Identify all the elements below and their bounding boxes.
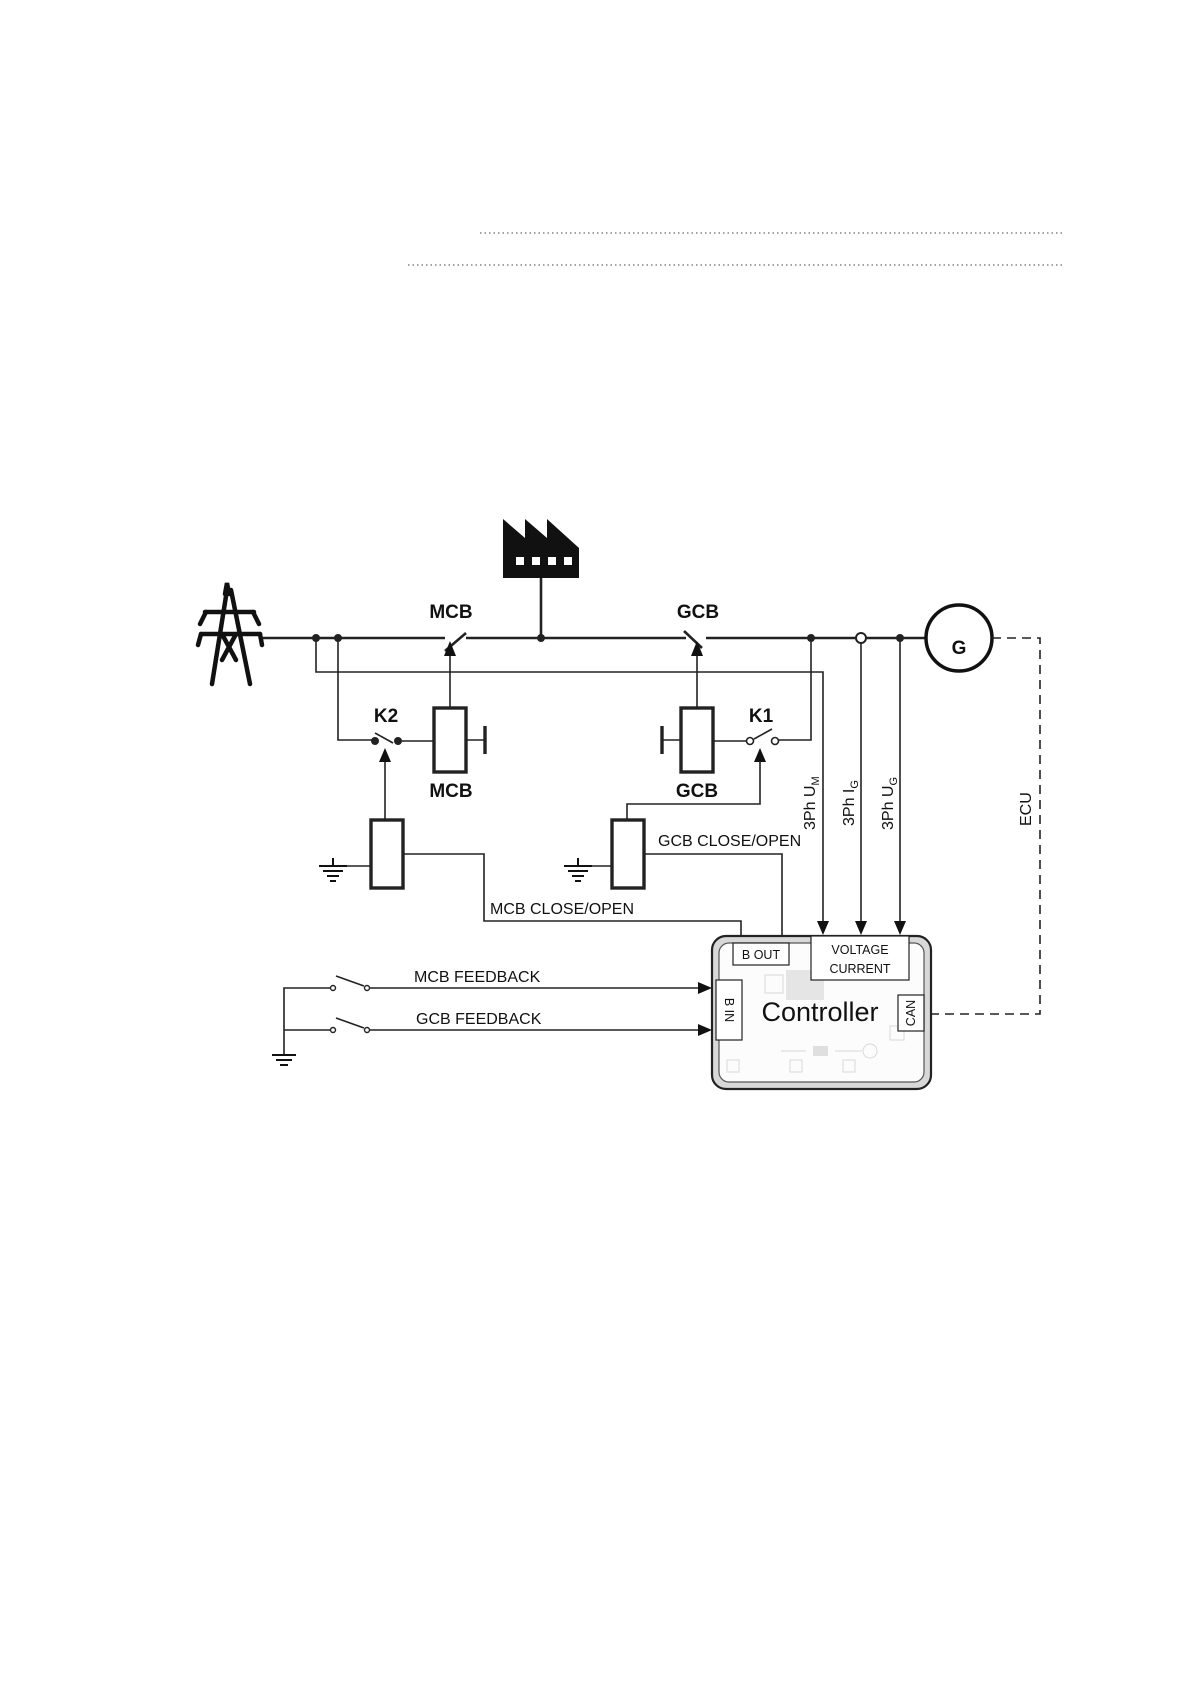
gcb-feedback-label: GCB FEEDBACK <box>416 1011 542 1028</box>
k1-relay-coil <box>612 820 644 888</box>
main-busbar <box>263 631 927 651</box>
gcb-coil <box>681 708 713 772</box>
k2-relay-coil <box>371 820 403 888</box>
controller: B OUT VOLTAGE CURRENT B IN CAN Controlle… <box>712 936 931 1089</box>
3ph-ig-label: 3Ph IG <box>841 780 861 826</box>
controller-title: Controller <box>761 997 878 1027</box>
mcb-label: MCB <box>429 602 472 623</box>
3ph-um-label: 3Ph UM <box>802 776 822 830</box>
b-in-label: B IN <box>722 998 736 1022</box>
ecu-label: ECU <box>1018 792 1035 826</box>
gcb-close-open-label: GCB CLOSE/OPEN <box>658 833 801 850</box>
mcb-coil-label: MCB <box>429 781 472 802</box>
ground-icon <box>319 858 347 881</box>
k2-label: K2 <box>374 706 398 727</box>
b-out-label: B OUT <box>742 948 781 962</box>
gcb-label: GCB <box>677 602 719 623</box>
mcb-feedback-label: MCB FEEDBACK <box>414 969 541 986</box>
k1-label: K1 <box>749 706 774 727</box>
3ph-ug-label: 3Ph UG <box>880 777 900 830</box>
mcb-coil <box>434 708 466 772</box>
mcb-close-open-label: MCB CLOSE/OPEN <box>490 901 634 918</box>
can-label: CAN <box>904 1000 918 1026</box>
ground-icon <box>272 1055 296 1065</box>
svg-text:G: G <box>952 638 967 659</box>
ground-icon <box>564 858 592 881</box>
current-label: CURRENT <box>829 962 890 976</box>
voltage-label: VOLTAGE <box>831 943 888 957</box>
generator-icon: G <box>926 605 992 671</box>
gcb-coil-label: GCB <box>676 781 718 802</box>
transmission-tower-icon <box>198 583 262 684</box>
factory-icon <box>503 519 579 578</box>
